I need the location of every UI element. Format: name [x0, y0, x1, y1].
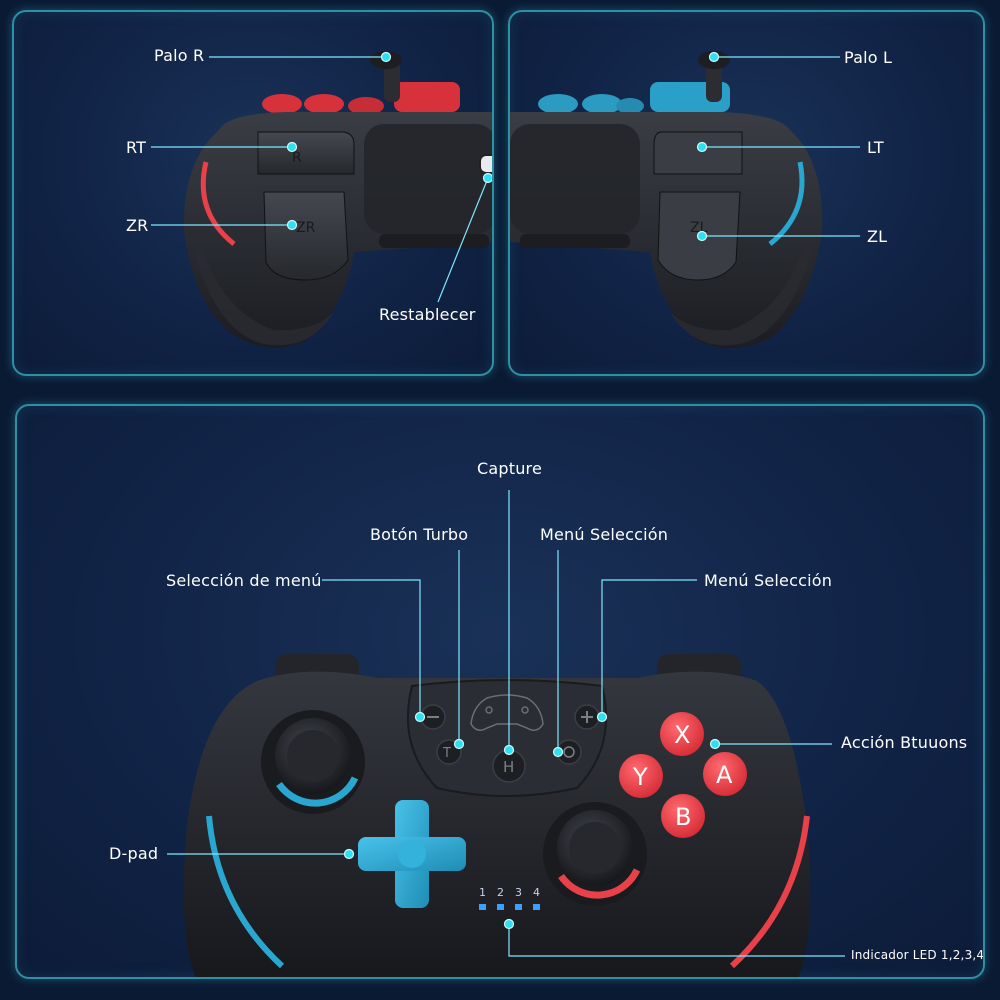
center-plate: [406, 679, 608, 797]
label-turbo: Botón Turbo: [370, 525, 469, 544]
lt-bumper: [653, 131, 743, 175]
blue-accent-stripe: [206, 815, 285, 969]
label-led-indicator: Indicador LED 1,2,3,4: [851, 948, 985, 962]
controller-rear-left-illustration: ZL: [510, 51, 860, 349]
label-rt: RT: [126, 138, 147, 157]
red-button-peek: [262, 94, 302, 114]
controller-front-illustration: T H X Y A B: [167, 490, 845, 977]
dot-icon: [286, 219, 298, 231]
dot-icon: [696, 230, 708, 242]
dot-icon: [503, 918, 515, 930]
label-menu-select-right: Menú Selección: [704, 571, 833, 590]
panel-front-view: T H X Y A B: [15, 404, 985, 979]
face-buttons: X Y A B: [619, 712, 747, 838]
plus-icon: [581, 711, 593, 723]
label-action-buttons: Acción Btuuons: [841, 733, 968, 752]
dot-icon: [343, 848, 355, 860]
right-stick-base: [394, 82, 460, 112]
led-number-1: 1: [479, 886, 486, 899]
red-accent-stripe: [200, 161, 236, 246]
dot-icon: [596, 711, 608, 723]
home-icon: H: [503, 758, 514, 776]
led-4: [533, 904, 540, 910]
dot-icon: [708, 51, 720, 63]
red-accent-stripe: [729, 815, 810, 969]
led-1: [479, 904, 486, 910]
dot-icon: [286, 141, 298, 153]
reset-switch: [479, 154, 492, 174]
gamepad-icon: [470, 694, 544, 731]
dot-icon: [414, 711, 426, 723]
dpad: [358, 800, 466, 908]
panel-rear-right-view: R ZR Palo R RT ZR Restablecer: [12, 10, 494, 376]
x-button: [660, 712, 704, 756]
label-menu-select-left: Selección de menú: [166, 571, 322, 590]
label-menu-select-center: Menú Selección: [540, 525, 669, 544]
label-capture: Capture: [477, 459, 543, 478]
a-letter: A: [716, 761, 733, 789]
dot-icon: [503, 744, 515, 756]
dot-icon: [696, 141, 708, 153]
label-zr: ZR: [126, 216, 149, 235]
circle-icon: [563, 746, 575, 758]
led-indicator: 1 2 3 4: [479, 886, 540, 910]
svg-text:R: R: [292, 150, 302, 166]
x-letter: X: [674, 721, 690, 749]
callout-lines: [151, 56, 489, 303]
callout-lines: [167, 490, 845, 957]
led-number-2: 2: [497, 886, 504, 899]
dot-icon: [552, 746, 564, 758]
led-number-3: 3: [515, 886, 522, 899]
label-lt: LT: [867, 138, 884, 157]
dot-icon: [453, 738, 465, 750]
led-2: [497, 904, 504, 910]
blue-accent-stripe: [768, 161, 805, 246]
label-reset: Restablecer: [379, 305, 476, 324]
label-zl: ZL: [867, 227, 888, 246]
rt-bumper: [257, 131, 355, 175]
callout-dots: [343, 711, 721, 930]
led-number-4: 4: [533, 886, 540, 899]
controller-rear-right-illustration: R ZR: [151, 51, 492, 348]
zr-trigger: [263, 191, 349, 281]
turbo-icon: T: [442, 746, 451, 761]
b-button: [661, 794, 705, 838]
callout-dots: [286, 51, 492, 231]
y-letter: Y: [632, 763, 648, 791]
dot-icon: [709, 738, 721, 750]
dot-icon: [380, 51, 392, 63]
led-3: [515, 904, 522, 910]
svg-text:ZR: ZR: [296, 220, 316, 236]
callout-lines: [702, 56, 860, 237]
a-button: [703, 752, 747, 796]
panel-rear-left-view: ZL Palo L LT ZL: [508, 10, 985, 376]
y-button: [619, 754, 663, 798]
callout-dots: [696, 51, 720, 242]
label-stick-r: Palo R: [154, 46, 205, 65]
dot-icon: [482, 172, 492, 184]
b-letter: B: [675, 803, 691, 831]
label-stick-l: Palo L: [844, 48, 893, 67]
label-dpad: D-pad: [109, 844, 159, 863]
